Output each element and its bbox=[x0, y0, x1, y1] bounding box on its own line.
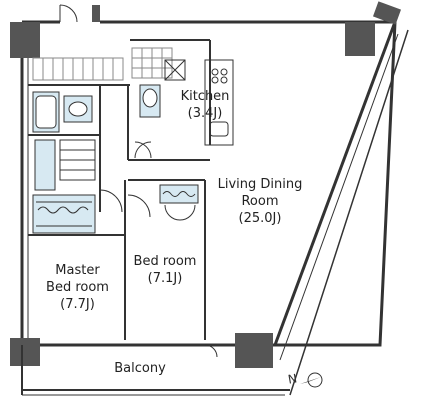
entry-door bbox=[59, 4, 100, 23]
bed-room-label: Bed room (7.1J) bbox=[133, 254, 197, 286]
structural-columns bbox=[10, 1, 402, 368]
exterior-walls bbox=[20, 20, 397, 347]
balcony-outline bbox=[21, 345, 290, 396]
kitchen-label: Kitchen (3.4J) bbox=[180, 89, 230, 121]
closets bbox=[32, 47, 199, 234]
kitchen-fixtures bbox=[164, 59, 234, 146]
balcony-label: Balcony bbox=[114, 361, 166, 376]
interior-doors bbox=[99, 141, 218, 358]
slanted-facade bbox=[273, 21, 409, 396]
living-dining-label: Living Dining Room (25.0J) bbox=[217, 177, 303, 226]
north-compass: N bbox=[287, 368, 328, 394]
compass-icon bbox=[300, 372, 323, 388]
master-bed-room-label: Master Bed room (7.7J) bbox=[46, 263, 109, 312]
interior-walls bbox=[28, 39, 211, 340]
bath-fixtures bbox=[32, 84, 161, 191]
